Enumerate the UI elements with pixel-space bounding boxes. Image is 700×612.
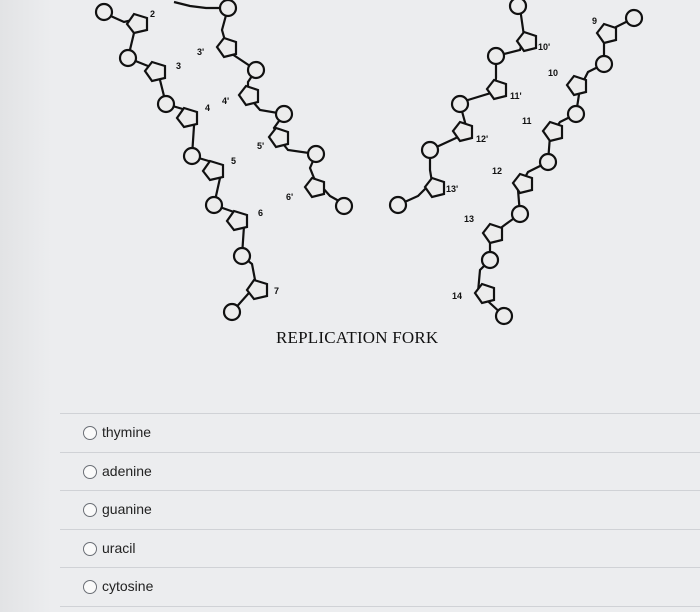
left-strand-primed-number: 6' — [286, 192, 293, 202]
radio-button[interactable] — [83, 464, 97, 479]
left-strand-primed-number: 3' — [197, 47, 204, 57]
choice-label[interactable]: thymine — [102, 424, 152, 440]
replication-fork-diagram: 2 3 4 5 6 7 3' 4' 5' 6' 9 10 11 12 13 14… — [94, 0, 644, 326]
choice-label[interactable]: adenine — [102, 462, 152, 479]
page-margin — [0, 0, 52, 612]
right-strand-primed-number: 13' — [446, 184, 458, 194]
left-strand-number: 3 — [176, 61, 181, 71]
choice-thymine[interactable]: thymine — [60, 413, 700, 452]
right-strand-number: 10 — [548, 68, 558, 78]
right-strand-primed-number: 12' — [476, 134, 488, 144]
right-strand-primed-number: 11' — [510, 91, 522, 101]
figure-caption: REPLICATION FORK — [276, 328, 439, 347]
right-strand-number: 13 — [464, 214, 474, 224]
answer-choices: thymine adenine guanine uracil cytosine — [60, 413, 700, 607]
choice-adenine[interactable]: adenine — [60, 451, 700, 491]
choice-label[interactable]: uracil — [102, 539, 136, 556]
right-strand-primed-number: 10' — [538, 42, 550, 52]
replication-fork-figure: 2 3 4 5 6 7 3' 4' 5' 6' 9 10 11 12 13 14… — [94, 0, 644, 347]
left-strand-number: 4 — [205, 103, 210, 113]
left-strand-number: 7 — [274, 286, 279, 296]
right-strand-number: 11 — [522, 116, 532, 126]
left-strand-primed-number: 5' — [257, 141, 264, 151]
left-strand-number: 5 — [231, 156, 236, 166]
choice-cytosine[interactable]: cytosine — [60, 567, 700, 607]
right-strand-number: 9 — [592, 16, 597, 26]
radio-button[interactable] — [83, 503, 97, 517]
right-strand-number: 12 — [492, 166, 502, 176]
left-strand-primed-number: 4' — [222, 96, 229, 106]
radio-button[interactable] — [83, 426, 97, 440]
right-strand-number: 14 — [452, 291, 462, 301]
choice-label[interactable]: cytosine — [102, 578, 154, 594]
radio-button[interactable] — [83, 541, 97, 556]
choice-uracil[interactable]: uracil — [60, 528, 700, 568]
choice-label[interactable]: guanine — [102, 501, 152, 517]
left-strand-number: 6 — [258, 208, 263, 218]
left-strand-number: 2 — [150, 9, 155, 19]
choice-guanine[interactable]: guanine — [60, 490, 700, 529]
radio-button[interactable] — [83, 580, 97, 594]
